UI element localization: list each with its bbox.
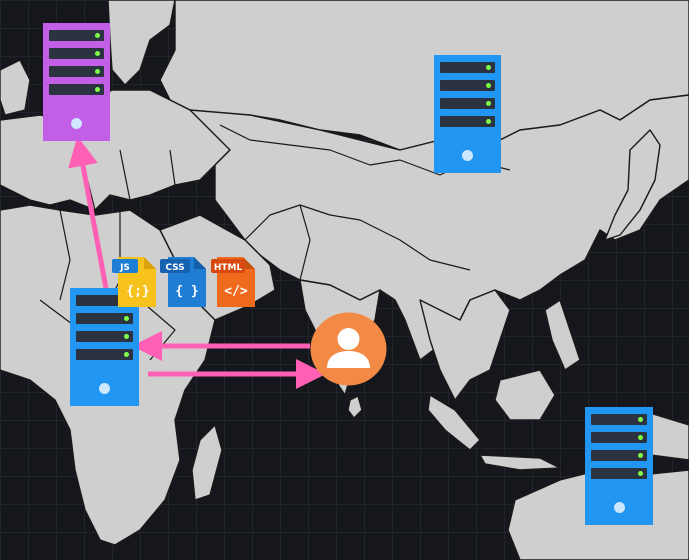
map-java: [479, 454, 561, 471]
led-icon: [486, 101, 491, 106]
js-file-glyph: {;}: [126, 284, 149, 299]
server-slot: [76, 331, 133, 342]
led-icon: [124, 352, 129, 357]
map-japan: [604, 129, 661, 241]
led-icon: [486, 83, 491, 88]
map-borneo: [494, 369, 556, 421]
js-file-label: JS: [119, 263, 130, 273]
css-file-glyph: { }: [175, 284, 198, 299]
server-australia: [585, 407, 653, 525]
server-slot: [49, 66, 104, 77]
html-file-glyph: </>: [224, 284, 248, 299]
server-slot: [591, 468, 647, 479]
server-slot: [440, 62, 495, 73]
server-slot: [591, 414, 647, 425]
led-icon: [95, 51, 100, 56]
server-slot: [440, 80, 495, 91]
led-icon: [638, 453, 643, 458]
led-icon: [638, 435, 643, 440]
power-icon: [613, 502, 625, 513]
html-file-icon: HTML </>: [211, 257, 255, 307]
power-icon: [99, 383, 110, 394]
html-file-label: HTML: [214, 263, 243, 273]
js-file-icon: JS {;}: [112, 257, 156, 307]
map-sumatra: [427, 394, 481, 451]
server-europe: [43, 23, 110, 141]
led-icon: [124, 316, 129, 321]
user-icon: [310, 312, 387, 386]
led-icon: [95, 69, 100, 74]
server-slot: [591, 432, 647, 443]
map-britain: [0, 59, 31, 116]
power-icon: [71, 118, 82, 129]
map-srilanka: [347, 395, 363, 419]
server-asia: [434, 55, 501, 173]
led-icon: [638, 417, 643, 422]
css-file-icon: CSS { }: [160, 257, 206, 307]
server-slot: [440, 98, 495, 109]
map-madagascar: [191, 424, 223, 501]
server-slot: [49, 48, 104, 59]
server-slot: [76, 349, 133, 360]
led-icon: [486, 119, 491, 124]
map-scandinavia: [107, 0, 176, 86]
server-slot: [49, 30, 104, 41]
server-africa: [70, 288, 139, 406]
led-icon: [95, 87, 100, 92]
server-slot: [49, 84, 104, 95]
led-icon: [95, 33, 100, 38]
server-slot: [440, 116, 495, 127]
power-icon: [462, 150, 473, 161]
css-file-label: CSS: [165, 263, 184, 273]
map-indochina: [419, 289, 511, 401]
led-icon: [124, 334, 129, 339]
led-icon: [638, 471, 643, 476]
led-icon: [486, 65, 491, 70]
server-slot: [76, 313, 133, 324]
map-asia: [189, 94, 689, 361]
server-slot: [591, 450, 647, 461]
map-philippines: [544, 299, 581, 371]
